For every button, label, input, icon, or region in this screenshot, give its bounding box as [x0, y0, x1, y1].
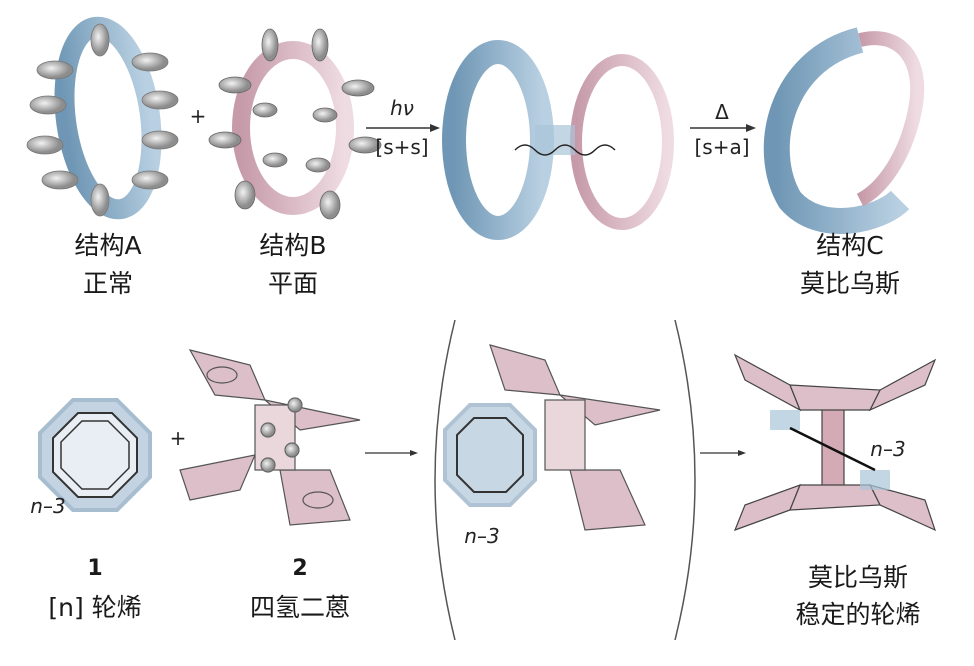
structure-c-type: 莫比乌斯 [799, 269, 901, 298]
compound-1-annulene [38, 398, 152, 512]
structure-c-mobius [763, 27, 925, 234]
arrow-1-condition: hν [390, 96, 414, 120]
intermediate-chain-label: n–3 [464, 524, 500, 548]
arrow-1-selection: [s+s] [375, 135, 429, 159]
plus-sign-bottom: + [169, 426, 187, 450]
dimer-rings [442, 40, 674, 240]
compound-1-chain-label: n–3 [30, 494, 66, 518]
product-name-line2: 稳定的轮烯 [795, 600, 921, 629]
structure-c-name: 结构C [816, 231, 884, 260]
product-chain-label: n–3 [870, 437, 906, 461]
structure-a-type: 正常 [82, 269, 134, 298]
structure-a-ring [26, 16, 179, 220]
product-mobius-annulene [733, 353, 937, 532]
structure-b-ring [208, 28, 382, 220]
right-bracket [674, 319, 696, 641]
arrow-2-condition: Δ [715, 100, 729, 124]
compound-2-number: 2 [292, 556, 308, 581]
intermediate-molecule [443, 344, 661, 531]
compound-1-number: 1 [87, 556, 103, 581]
structure-b-type: 平面 [267, 269, 319, 298]
product-name-line1: 莫比乌斯 [807, 563, 909, 592]
compound-1-name: [n] 轮烯 [48, 593, 142, 622]
compound-2-tetrahydrodianthracene [179, 349, 361, 526]
plus-sign-top: + [189, 104, 207, 128]
structure-b-name: 结构B [259, 231, 327, 260]
arrow-2-selection: [s+a] [694, 135, 750, 159]
left-bracket [434, 319, 456, 641]
compound-2-name: 四氢二蒽 [249, 593, 351, 622]
structure-a-name: 结构A [74, 231, 142, 260]
